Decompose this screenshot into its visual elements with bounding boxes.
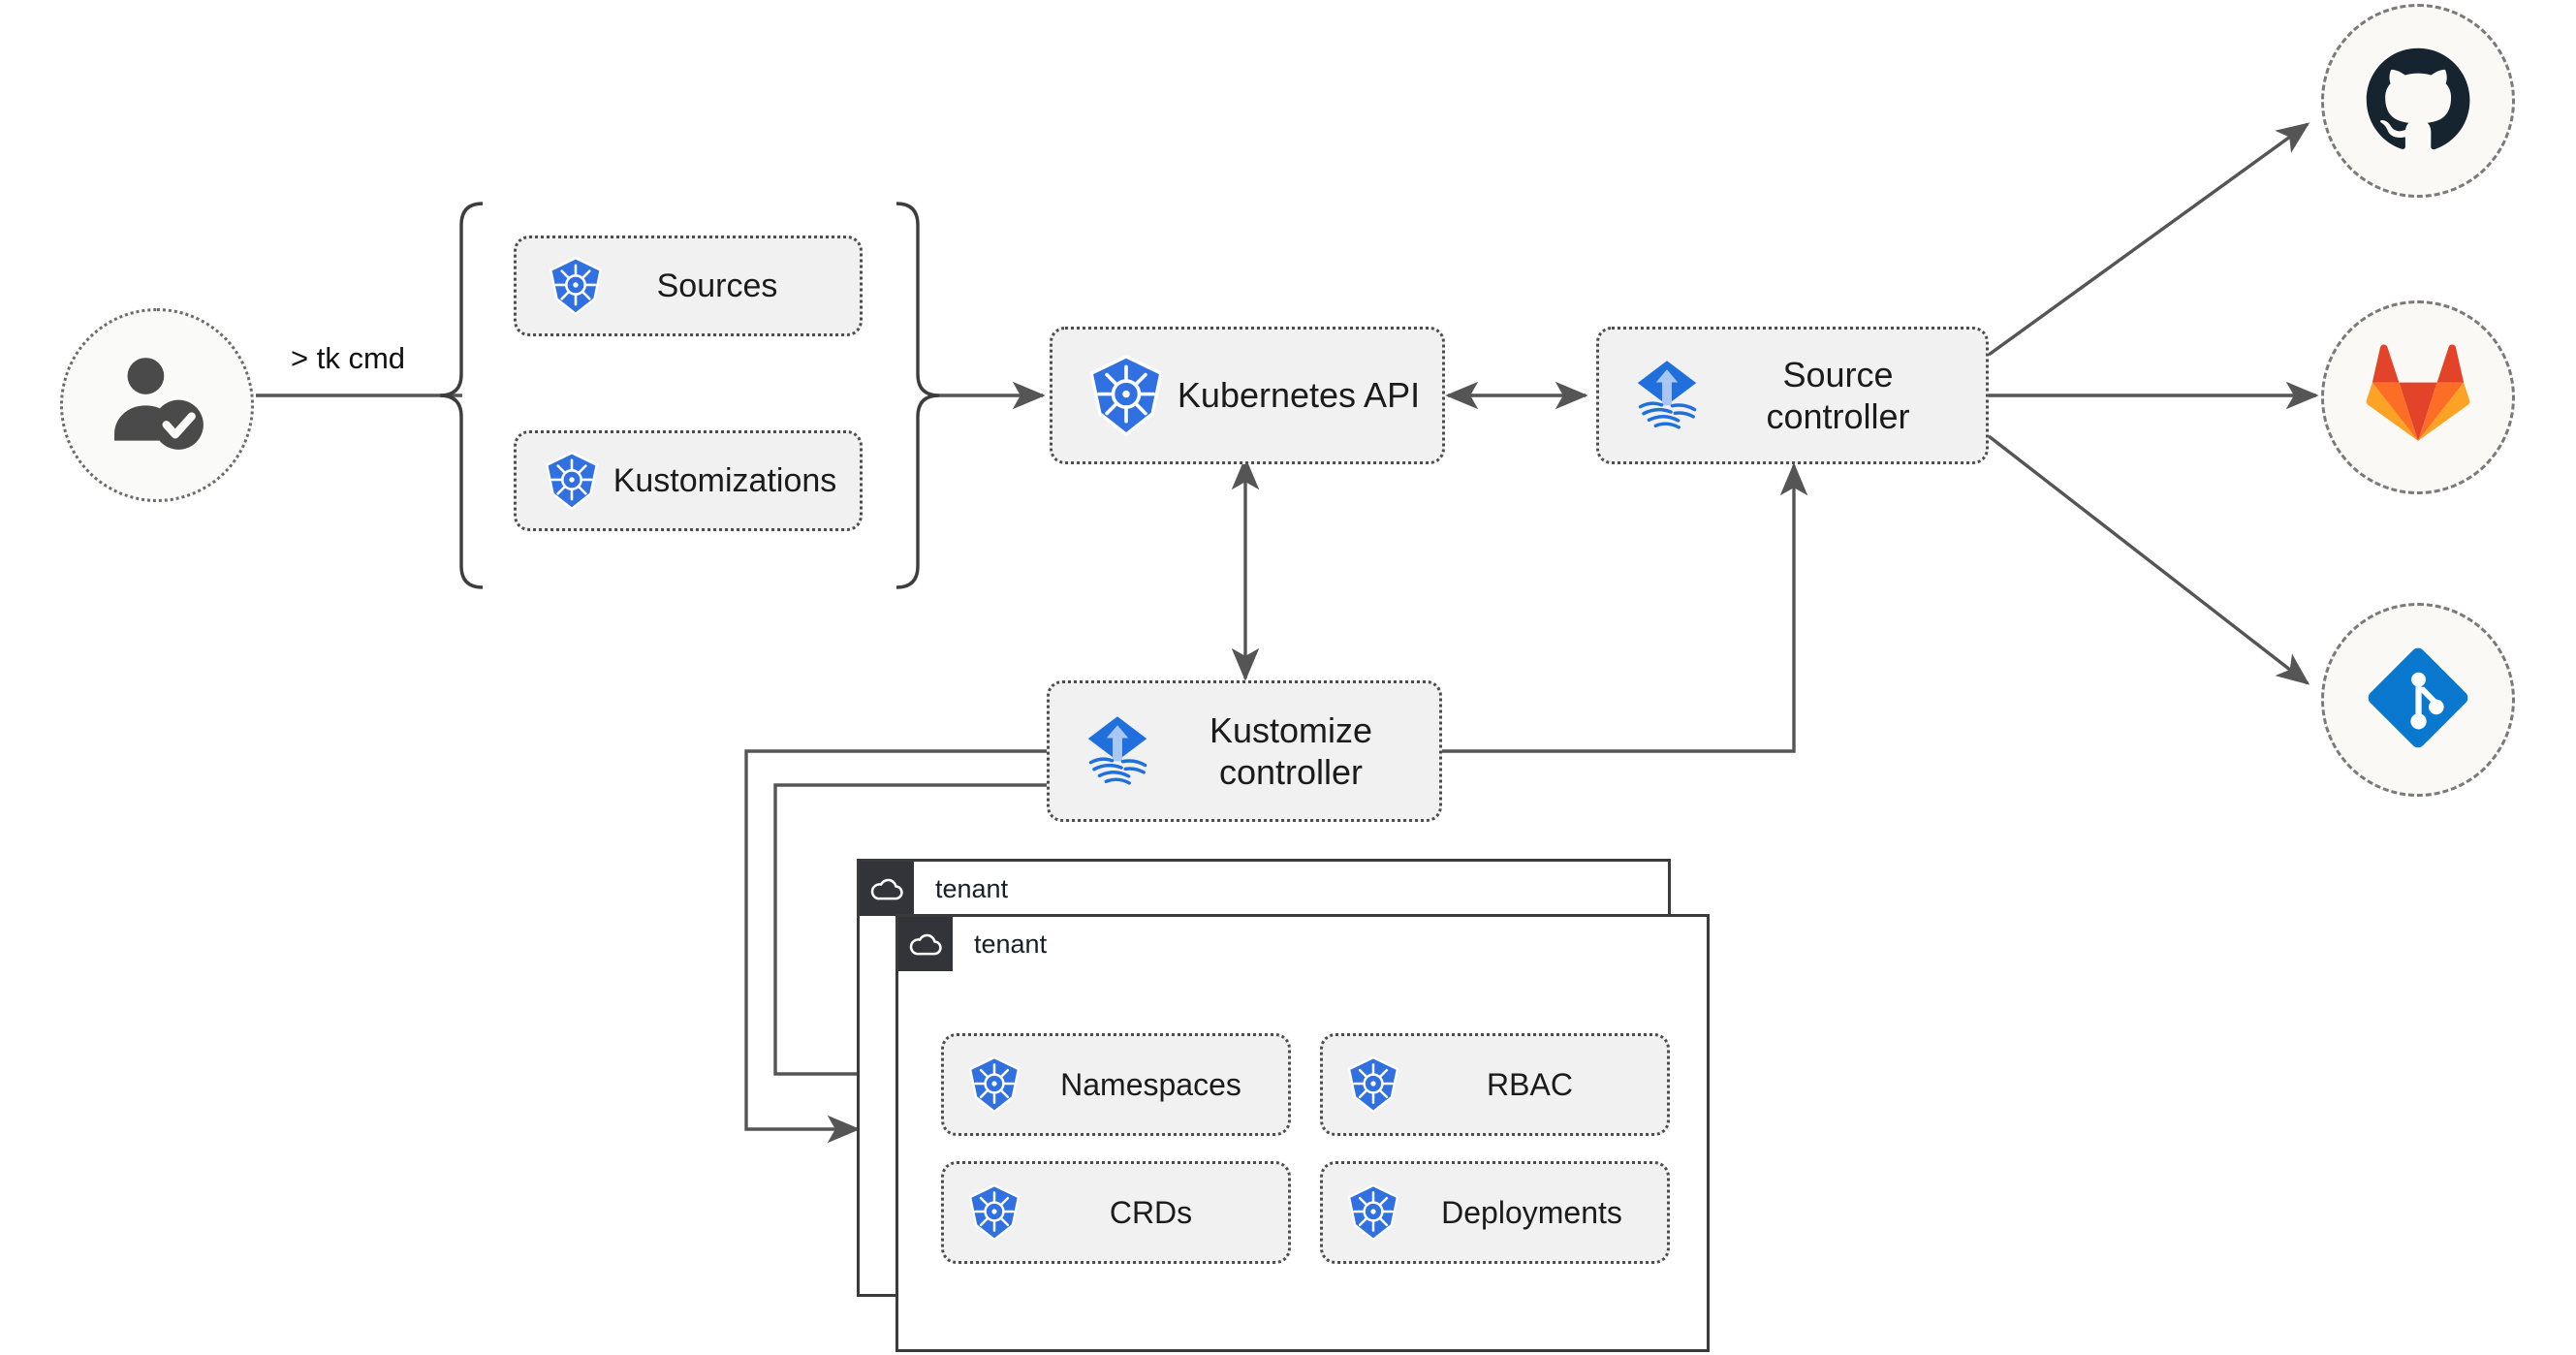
kustomize-controller-label: Kustomize controller	[1160, 709, 1422, 793]
provider-azure-repos[interactable]	[2321, 603, 2515, 797]
kubernetes-icon	[1082, 351, 1171, 440]
cloud-icon	[898, 917, 953, 971]
brace-right	[895, 202, 940, 589]
resource-sources[interactable]: Sources	[514, 236, 863, 336]
tenant-1-name: tenant	[935, 873, 1009, 903]
kubernetes-icon	[540, 449, 604, 513]
gitlab-icon	[2366, 343, 2470, 453]
source-controller-label: Source controller	[1710, 354, 1966, 437]
tenant-panel-2[interactable]: tenant Namespaces	[895, 914, 1710, 1352]
kubernetes-icon	[1342, 1054, 1404, 1116]
edge-source-azure	[1987, 434, 2310, 685]
brace-left	[439, 202, 484, 589]
resource-kustomizations-label: Kustomizations	[613, 461, 837, 499]
tenant-resource-namespaces[interactable]: Namespaces	[941, 1033, 1291, 1136]
command-label: > tk cmd	[291, 341, 406, 375]
resource-kustomizations[interactable]: Kustomizations	[514, 430, 863, 531]
cloud-icon	[860, 862, 914, 916]
azure-repos-git-icon	[2362, 642, 2474, 759]
flux-icon	[1075, 709, 1160, 794]
kustomize-controller-node[interactable]: Kustomize controller	[1047, 680, 1442, 822]
tenant-2-name: tenant	[974, 929, 1048, 959]
flux-icon	[1624, 353, 1710, 438]
provider-github[interactable]	[2321, 4, 2515, 198]
tenant-resource-namespaces-label: Namespaces	[1060, 1066, 1241, 1102]
kubernetes-icon	[1342, 1182, 1404, 1244]
provider-gitlab[interactable]	[2321, 300, 2515, 494]
edge-kustomize-source	[1440, 462, 1808, 753]
tenant-resource-deployments[interactable]: Deployments	[1320, 1161, 1670, 1264]
resource-sources-label: Sources	[656, 267, 778, 304]
kubernetes-api-node[interactable]: Kubernetes API	[1050, 327, 1445, 464]
user-check-icon	[101, 347, 213, 464]
tenant-resource-rbac[interactable]: RBAC	[1320, 1033, 1670, 1136]
kustomize-controller-line-2: controller	[1218, 752, 1364, 792]
source-controller-line-2: controller	[1766, 396, 1910, 436]
actor-user[interactable]	[60, 308, 254, 502]
kubernetes-icon	[544, 254, 608, 318]
tenant-resource-crds[interactable]: CRDs	[941, 1161, 1291, 1264]
tenant-1-titlebar: tenant	[860, 862, 1008, 916]
kubernetes-api-label: Kubernetes API	[1177, 375, 1421, 416]
tenant-resource-deployments-label: Deployments	[1441, 1194, 1622, 1230]
kubernetes-icon	[963, 1182, 1025, 1244]
github-icon	[2364, 45, 2472, 158]
source-controller-node[interactable]: Source controller	[1596, 327, 1989, 464]
tenant-2-resources: Namespaces RBAC	[941, 1033, 1670, 1264]
edge-source-github	[1988, 122, 2310, 357]
kubernetes-icon	[963, 1054, 1025, 1116]
tenant-2-titlebar: tenant	[898, 917, 1047, 971]
tenant-resource-rbac-label: RBAC	[1487, 1066, 1573, 1102]
kustomize-controller-line-1: Kustomize	[1209, 709, 1373, 750]
tenant-resource-crds-label: CRDs	[1109, 1194, 1193, 1230]
source-controller-line-1: Source	[1782, 354, 1894, 394]
